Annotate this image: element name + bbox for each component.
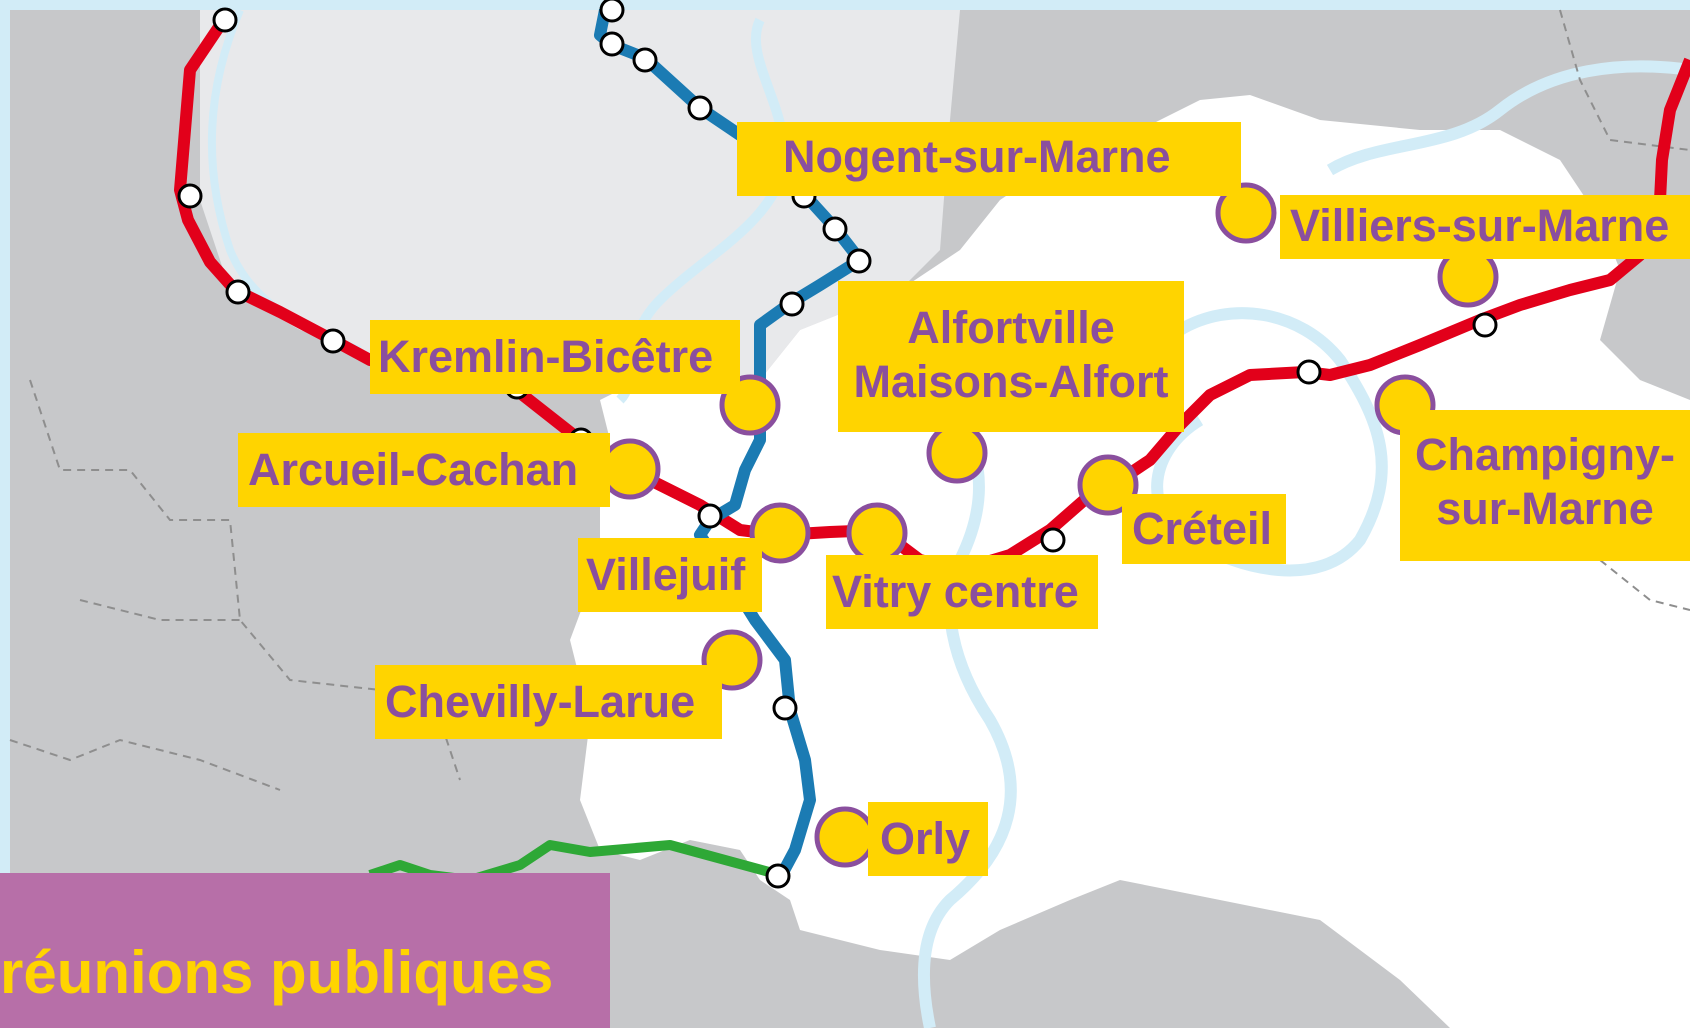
label-alfortville: Alfortville Maisons-Alfort (838, 281, 1184, 432)
label-vitry: Vitry centre (826, 555, 1098, 629)
station-dot (765, 863, 791, 889)
station-villejuif (749, 502, 811, 564)
station-dot (779, 291, 805, 317)
station-dot (1040, 527, 1066, 553)
line-green (368, 840, 782, 885)
banner-title: réunions publiques (0, 939, 554, 1006)
station-dot (1296, 359, 1322, 385)
label-champigny-line2: sur-Marne (1436, 483, 1654, 534)
banner (0, 873, 610, 1028)
station-dot (822, 216, 848, 242)
station-dot (846, 248, 872, 274)
station-dot (320, 328, 346, 354)
station-villiers (1215, 182, 1277, 244)
station-dot (599, 0, 625, 23)
label-creteil: Créteil (1122, 494, 1286, 564)
station-alfortville (926, 422, 988, 484)
station-dot (177, 183, 203, 209)
station-dot (225, 279, 251, 305)
label-kremlin: Kremlin-Bicêtre (370, 320, 740, 394)
river-seine-south (918, 416, 1017, 1028)
line-blue (594, 8, 866, 881)
label-champigny: Champigny- sur-Marne (1400, 410, 1690, 561)
station-dot (632, 47, 658, 73)
station-dot (212, 7, 238, 33)
minor-stations (177, 0, 1498, 889)
station-arcueil (599, 438, 661, 500)
station-dot (1472, 312, 1498, 338)
station-vitry (846, 502, 908, 564)
label-orly: Orly (868, 802, 988, 876)
label-champigny-line1: Champigny- (1414, 429, 1675, 480)
station-dot (772, 695, 798, 721)
station-dot (599, 31, 625, 57)
station-orly (814, 806, 876, 868)
station-dot (687, 95, 713, 121)
label-arcueil: Arcueil-Cachan (238, 433, 610, 507)
station-dot (697, 503, 723, 529)
label-nogent: Nogent-sur-Marne (737, 122, 1241, 196)
label-chevilly: Chevilly-Larue (375, 665, 722, 739)
label-alfortville-line2: Maisons-Alfort (853, 356, 1169, 407)
label-villejuif: Villejuif (578, 538, 762, 612)
label-villiers: Villiers-sur-Marne (1280, 195, 1690, 259)
label-alfortville-line1: Alfortville (907, 302, 1115, 353)
river-marne-north (1326, 60, 1690, 176)
